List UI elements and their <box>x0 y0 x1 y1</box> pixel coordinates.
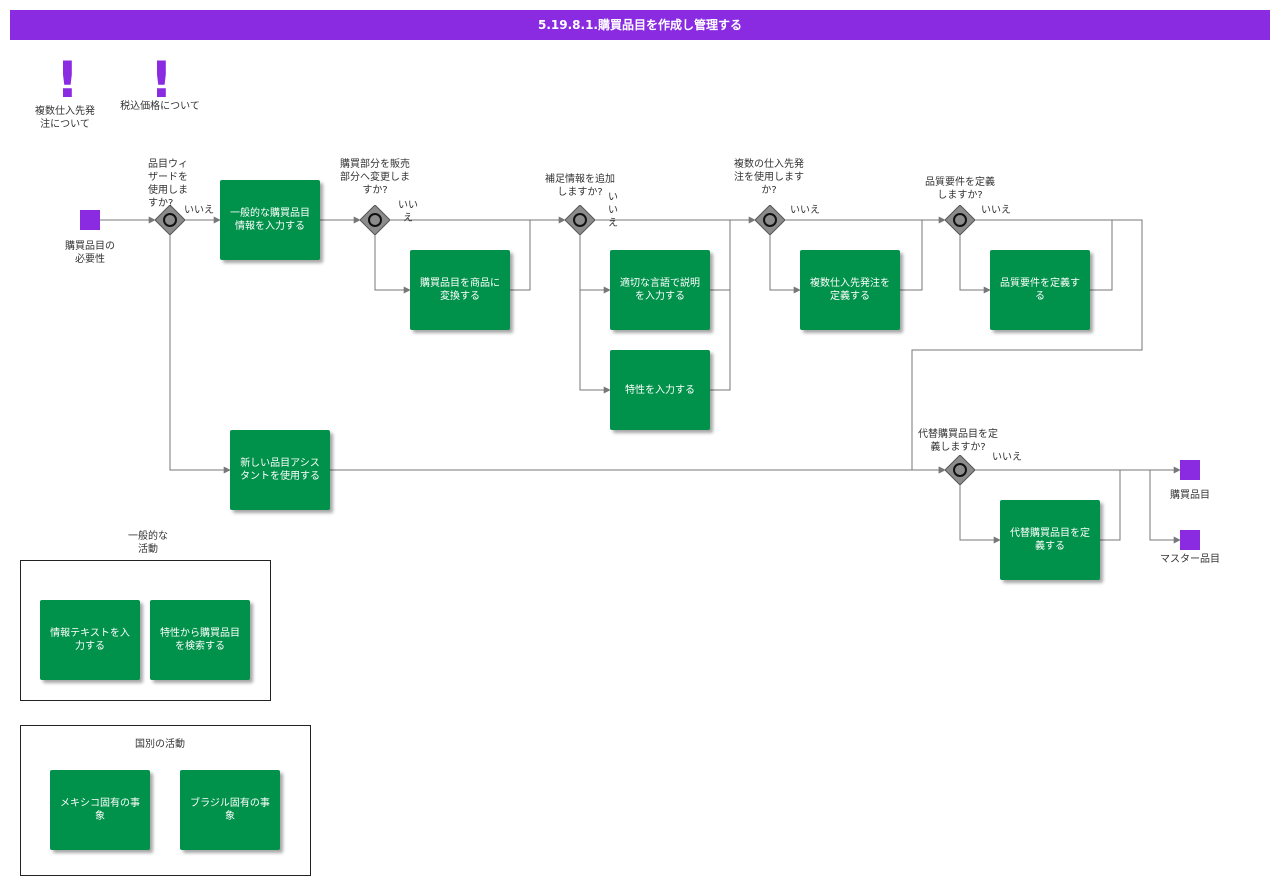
gateway-quality[interactable] <box>945 205 975 235</box>
page-title: 5.19.8.1.購買品目を作成し管理する <box>10 10 1270 40</box>
gateway-wizard[interactable] <box>155 205 185 235</box>
end-event-master-item[interactable] <box>1180 530 1200 550</box>
end-event-purchase-item-label: 購買品目 <box>1170 490 1210 501</box>
gateway-multi-vendor-no-label: いいえ <box>790 205 820 216</box>
gateway-quality-question: 品質要件を定義 しますか? <box>925 177 995 201</box>
gateway-convert[interactable] <box>360 205 390 235</box>
gateway-multi-vendor-question: 複数の仕入先発 注を使用します か? <box>734 159 804 196</box>
task-brazil-specific[interactable]: ブラジル固有の事 象 <box>180 770 280 850</box>
gateway-alternate-question: 代替購買品目を定 義しますか? <box>918 429 998 453</box>
task-convert-to-merchandise[interactable]: 購買品目を商品に 変換する <box>410 250 510 330</box>
start-event-label: 購買品目の 必要性 <box>65 241 115 265</box>
task-enter-info-text[interactable]: 情報テキストを入 力する <box>40 600 140 680</box>
end-event-master-item-label: マスター品目 <box>1160 554 1220 565</box>
task-enter-attributes[interactable]: 特性を入力する <box>610 350 710 430</box>
note-multi-vendor[interactable]: 複数仕入先発 注について <box>35 106 95 130</box>
task-define-quality[interactable]: 品質要件を定義す る <box>990 250 1090 330</box>
gateway-multi-vendor[interactable] <box>755 205 785 235</box>
gateway-quality-no-label: いいえ <box>981 205 1011 216</box>
task-mexico-specific[interactable]: メキシコ固有の事 象 <box>50 770 150 850</box>
country-activities-group <box>20 725 311 876</box>
task-new-item-assistant[interactable]: 新しい品目アシス タントを使用する <box>230 430 330 510</box>
start-event[interactable] <box>80 210 100 230</box>
gateway-wizard-question: 品目ウィ ザードを 使用しま すか? <box>148 159 188 209</box>
gateway-alternate-no-label: いいえ <box>992 452 1022 463</box>
gateway-convert-question: 購買部分を販売 部分へ変更しま すか? <box>340 159 410 196</box>
task-enter-general-info[interactable]: 一般的な購買品目 情報を入力する <box>220 180 320 260</box>
gateway-alternate[interactable] <box>945 455 975 485</box>
general-group-title: 一般的な 活動 <box>128 531 168 555</box>
gateway-supplementary-question: 補足情報を追加 しますか? <box>545 174 615 198</box>
gateway-supplementary-no-label: い い え <box>608 192 618 229</box>
task-search-by-attributes[interactable]: 特性から購買品目 を検索する <box>150 600 250 680</box>
exclamation-icon: ! <box>150 51 173 109</box>
gateway-wizard-no-label: いいえ <box>184 205 214 216</box>
task-define-alternate[interactable]: 代替購買品目を定 義する <box>1000 500 1100 580</box>
country-group-title: 国別の活動 <box>135 739 185 750</box>
general-activities-group <box>20 560 271 701</box>
task-define-multi-vendor[interactable]: 複数仕入先発注を 定義する <box>800 250 900 330</box>
gateway-supplementary[interactable] <box>565 205 595 235</box>
task-enter-description[interactable]: 適切な言語で説明 を入力する <box>610 250 710 330</box>
exclamation-icon: ! <box>56 51 79 109</box>
note-tax-price[interactable]: 税込価格について <box>120 101 200 112</box>
end-event-purchase-item[interactable] <box>1180 460 1200 480</box>
gateway-convert-no-label: いい え <box>398 200 418 224</box>
